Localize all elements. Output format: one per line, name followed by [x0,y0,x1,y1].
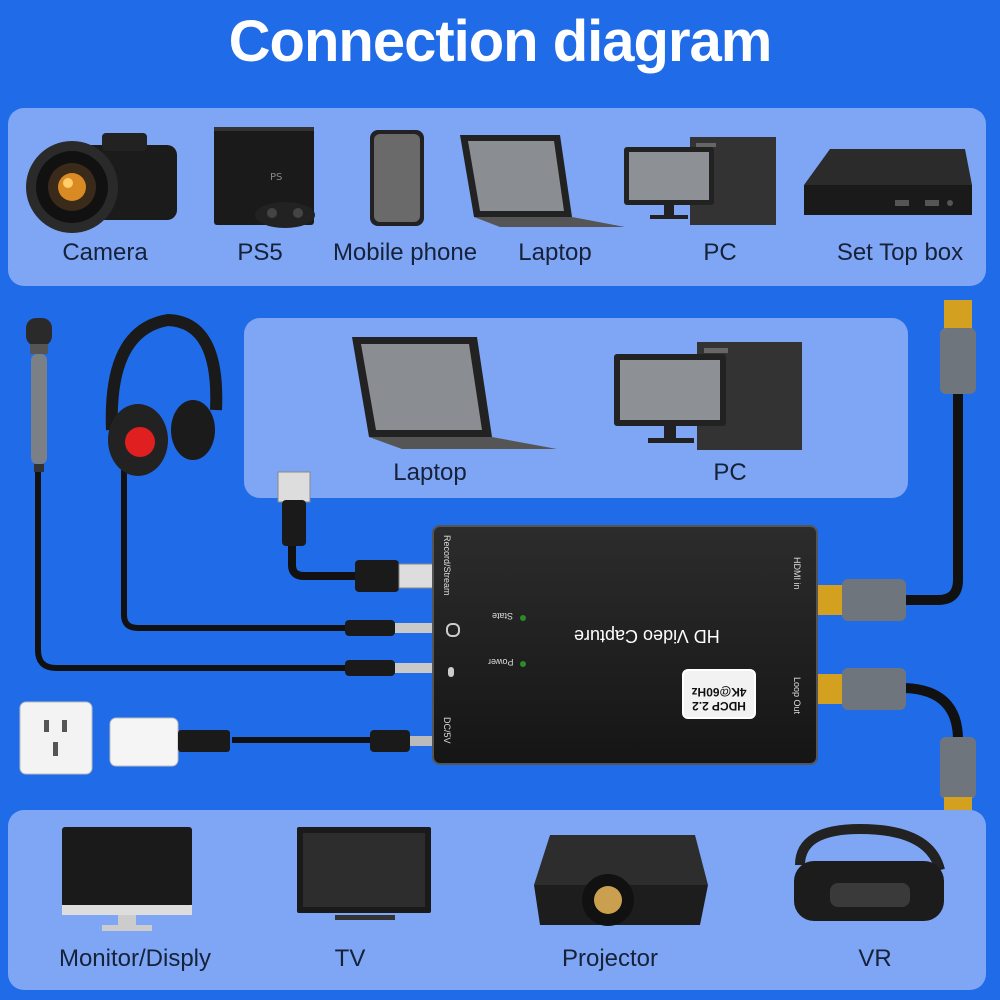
hdmi-plug-top-icon [940,300,976,394]
hdcp-badge: HDCP 2.2 4K@60Hz [682,669,756,719]
label-record-stream: Record/Stream [442,535,452,596]
badge-hdcp: HDCP 2.2 [692,699,746,713]
micro-usb-plug-icon [370,730,434,752]
usb-connector-icon [355,560,438,592]
display-label-projector: Projector [561,945,659,972]
display-label-tv: TV [334,945,366,972]
source-label-mobile-phone: Mobile phone [332,239,478,266]
label-loop-out: Loop Out [792,677,802,715]
tv-icon [297,827,431,920]
svg-text:PS: PS [270,172,282,183]
source-label-pc: PC [703,239,737,266]
state-led [520,615,526,621]
badge-resolution: 4K@60Hz [691,685,747,699]
hdmi-plug-loop-icon [810,668,906,710]
pc-icon [624,137,776,225]
mobile-phone-icon [370,130,424,226]
headphones-icon [105,313,223,476]
hdmi-plug-in-icon [810,579,906,621]
audio-jack-mic-icon [345,660,435,676]
source-label-set-top-box: Set Top box [836,239,964,266]
display-label-vr: VR [858,945,892,972]
power-led [520,661,526,667]
vr-headset-icon [794,823,945,921]
host-label-pc: PC [713,459,747,486]
camera-icon [26,133,177,233]
laptop-icon [460,135,625,227]
projector-icon [534,835,708,926]
display-label-monitor: Monitor/Disply [58,945,212,972]
capture-device: HD Video Capture HDCP 2.2 4K@60Hz Record… [432,525,818,765]
page-title: Connection diagram [228,9,773,74]
mic-port-icon [448,667,454,677]
wall-socket-icon [19,701,230,775]
pc-icon [614,342,802,450]
source-label-laptop: Laptop [518,239,592,266]
ps5-console-icon: PS [214,127,315,228]
headphone-port-icon [446,623,460,637]
monitor-icon [62,827,192,931]
microphone-icon [26,318,52,472]
label-power: Power [488,657,514,667]
label-state: State [492,611,514,621]
set-top-box-icon [804,149,972,215]
host-label-laptop: Laptop [393,459,467,486]
source-label-camera: Camera [62,239,148,266]
device-title: HD Video Capture [574,626,720,646]
label-dc: DC/5V [442,717,452,744]
usb-plug-icon [277,471,311,546]
audio-jack-headphone-icon [345,620,435,636]
source-label-ps5: PS5 [237,239,283,266]
laptop-icon [352,337,557,449]
label-hdmi-in: HDMI in [792,557,802,590]
